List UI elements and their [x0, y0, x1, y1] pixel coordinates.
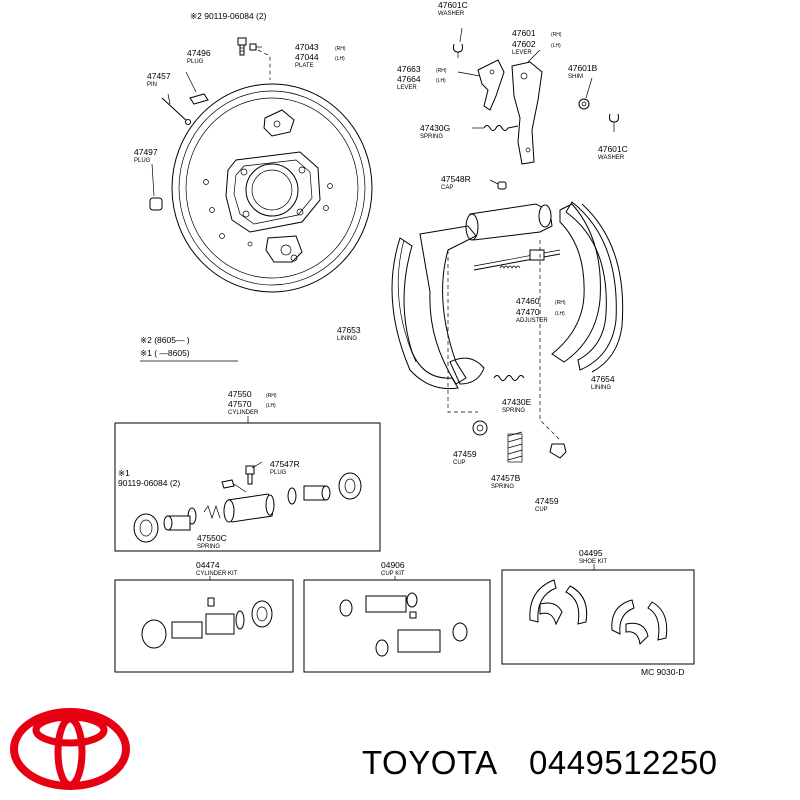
svg-text:PLUG: PLUG [270, 470, 287, 476]
svg-text:CYLINDER: CYLINDER [228, 410, 259, 416]
label-47601c-bottom: 47601C [598, 144, 628, 154]
svg-text:CUP KIT: CUP KIT [381, 571, 405, 577]
brand-name: TOYOTA [362, 744, 498, 781]
label-47664: 47664 [397, 74, 421, 84]
label-bolt-top: ※2 90119-06084 (2) [190, 11, 267, 21]
svg-text:(LH): (LH) [555, 311, 565, 317]
label-47460: 47460 [516, 296, 540, 306]
label-47496: 47496 [187, 48, 211, 58]
label-47430g: 47430G [420, 123, 450, 133]
label-47663: 47663 [397, 64, 421, 74]
cup-kit-parts [339, 592, 468, 657]
svg-text:CUP: CUP [535, 507, 548, 513]
svg-text:(RH): (RH) [551, 32, 562, 38]
label-47497-sub: PLUG [134, 158, 151, 164]
label-47497: 47497 [134, 147, 158, 157]
svg-text:WASHER: WASHER [598, 155, 625, 161]
label-47601b: 47601B [568, 63, 598, 73]
cylinder-exploded-parts [133, 461, 362, 543]
svg-text:SHOE KIT: SHOE KIT [579, 559, 607, 565]
label-47457: 47457 [147, 71, 171, 81]
svg-text:(RH): (RH) [266, 393, 277, 399]
shoe-kit-parts [529, 579, 668, 646]
label-note2: ※2 (8605— ) [140, 335, 190, 345]
label-47459-right: 47459 [535, 496, 559, 506]
bolt-icon [237, 37, 271, 80]
svg-text:(LH): (LH) [436, 78, 446, 84]
svg-text:SPRING: SPRING [491, 484, 514, 490]
label-47044: 47044 [295, 52, 319, 62]
label-47043: 47043 [295, 42, 319, 52]
label-bolt1-mark: ※1 [118, 468, 130, 478]
label-bolt1: 90119-06084 (2) [118, 478, 180, 488]
cup-spring-parts [472, 420, 567, 463]
label-47457b: 47457B [491, 473, 521, 483]
label-47550c: 47550C [197, 533, 227, 543]
svg-text:SPRING: SPRING [502, 408, 525, 414]
label-47548r: 47548R [441, 174, 471, 184]
svg-text:WASHER: WASHER [438, 11, 465, 17]
label-47654: 47654 [591, 374, 615, 384]
lever-assembly [453, 27, 619, 190]
label-47470: 47470 [516, 307, 540, 317]
label-47430e: 47430E [502, 397, 532, 407]
svg-text:(LH): (LH) [551, 43, 561, 49]
label-47601c-top: 47601C [438, 0, 468, 10]
label-note1: ※1 ( —8605) [140, 348, 190, 358]
label-47457-sub: PIN [147, 82, 157, 88]
backing-plate [171, 83, 373, 293]
svg-text:CYLINDER KIT: CYLINDER KIT [196, 571, 238, 577]
svg-text:LEVER: LEVER [512, 50, 532, 56]
cup-kit-box [303, 579, 491, 673]
label-04474: 04474 [196, 560, 220, 570]
svg-text:(RH): (RH) [335, 46, 346, 52]
svg-text:LINING: LINING [591, 385, 611, 391]
svg-text:SPRING: SPRING [420, 134, 443, 140]
svg-text:SHIM: SHIM [568, 74, 583, 80]
svg-text:CUP: CUP [453, 460, 466, 466]
svg-text:ADJUSTER: ADJUSTER [516, 318, 548, 324]
shoe-kit-box [501, 569, 695, 665]
toyota-logo-icon [10, 708, 130, 790]
label-04495: 04495 [579, 548, 603, 558]
pin-icon [161, 93, 191, 125]
svg-text:PLATE: PLATE [295, 63, 314, 69]
label-47550: 47550 [228, 389, 252, 399]
svg-text:(LH): (LH) [266, 403, 276, 409]
svg-text:(LH): (LH) [335, 56, 345, 62]
svg-text:LEVER: LEVER [397, 85, 417, 91]
svg-text:LINING: LINING [337, 336, 357, 342]
label-47496-sub: PLUG [187, 59, 204, 65]
plug-icon [185, 71, 209, 105]
label-47653: 47653 [337, 325, 361, 335]
cylinder-detail-box [114, 422, 381, 552]
part-labels: ※2 90119-06084 (2) 47496 PLUG 47457 PIN … [118, 0, 684, 677]
cylinder-kit-box [114, 579, 294, 673]
label-47547r: 47547R [270, 459, 300, 469]
label-47602: 47602 [512, 39, 536, 49]
label-47459-left: 47459 [453, 449, 477, 459]
svg-text:(RH): (RH) [555, 300, 566, 306]
svg-text:(RH): (RH) [436, 68, 447, 74]
label-04906: 04906 [381, 560, 405, 570]
label-47601: 47601 [512, 28, 536, 38]
svg-text:CAP: CAP [441, 185, 453, 191]
svg-text:SPRING: SPRING [197, 544, 220, 550]
label-47570: 47570 [228, 399, 252, 409]
plug-icon [149, 163, 163, 211]
label-ref: MC 9030-D [641, 667, 684, 677]
brake-shoe-assembly [391, 201, 624, 441]
part-number: 0449512250 [529, 744, 718, 781]
cylinder-kit-parts [141, 597, 273, 649]
